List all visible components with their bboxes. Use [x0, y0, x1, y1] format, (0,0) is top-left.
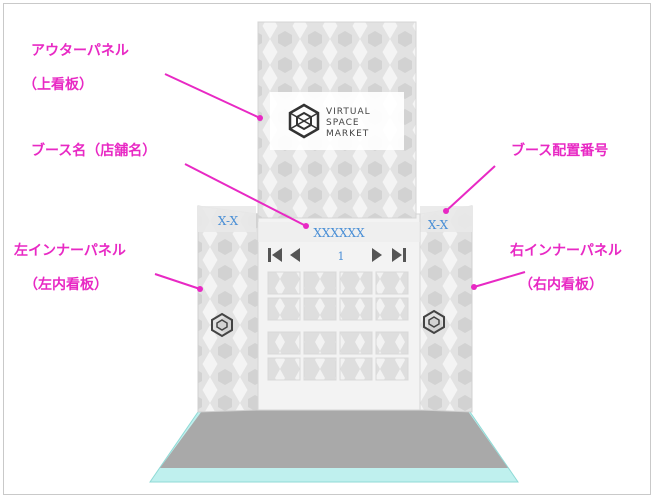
outer-logo-band	[270, 92, 404, 150]
booth-number-right: X-X	[428, 218, 449, 232]
product-tile[interactable]	[267, 297, 301, 321]
product-grid	[267, 271, 409, 381]
product-tile[interactable]	[267, 271, 301, 295]
product-tile[interactable]	[339, 357, 373, 381]
label-outer-panel-sub: （上看板）	[23, 77, 93, 93]
booth-name-text: XXXXXX	[313, 226, 365, 240]
product-tile[interactable]	[303, 357, 337, 381]
logo-line-1: VIRTUAL	[326, 107, 371, 117]
right-inner-panel	[419, 205, 473, 413]
product-tile[interactable]	[267, 357, 301, 381]
product-tile[interactable]	[375, 297, 409, 321]
booth-number-left: X-X	[218, 214, 239, 228]
label-right-inner: 右インナーパネル	[510, 243, 622, 259]
left-number-plate	[198, 206, 256, 232]
next-page-icon	[372, 248, 382, 262]
page-indicator: 1	[338, 250, 345, 263]
booth-name-band	[258, 222, 420, 242]
label-left-inner: 左インナーパネル	[14, 243, 126, 259]
product-tile[interactable]	[339, 331, 373, 355]
last-page-icon	[392, 248, 406, 262]
product-tile[interactable]	[267, 331, 301, 355]
logo-mark	[288, 103, 320, 139]
product-tile[interactable]	[375, 357, 409, 381]
product-tile[interactable]	[339, 271, 373, 295]
callout-line-outer	[164, 73, 261, 119]
product-tile[interactable]	[375, 331, 409, 355]
product-tile[interactable]	[375, 271, 409, 295]
right-logo-mark	[423, 309, 445, 335]
logo-line-2: SPACE	[326, 118, 360, 128]
label-outer-panel: アウターパネル	[31, 43, 129, 59]
product-tile[interactable]	[303, 331, 337, 355]
callout-line-right-inner	[473, 271, 526, 288]
first-page-icon	[268, 248, 282, 262]
label-left-inner-sub: （左内看板）	[24, 277, 108, 293]
product-tile[interactable]	[303, 297, 337, 321]
product-tile[interactable]	[303, 271, 337, 295]
left-logo-mark	[211, 312, 233, 338]
label-booth-name: ブース名（店舗名）	[31, 143, 157, 159]
left-inner-panel	[197, 205, 259, 413]
product-tile[interactable]	[339, 297, 373, 321]
callout-line-booth-number	[445, 165, 496, 212]
label-right-inner-sub: （右内看板）	[519, 277, 603, 293]
booth-floor	[160, 400, 508, 468]
prev-page-icon	[290, 248, 300, 262]
callout-line-booth-name	[184, 163, 307, 227]
label-booth-number: ブース配置番号	[511, 143, 609, 159]
logo-line-3: MARKET	[326, 129, 369, 139]
callout-line-left-inner	[154, 273, 201, 290]
